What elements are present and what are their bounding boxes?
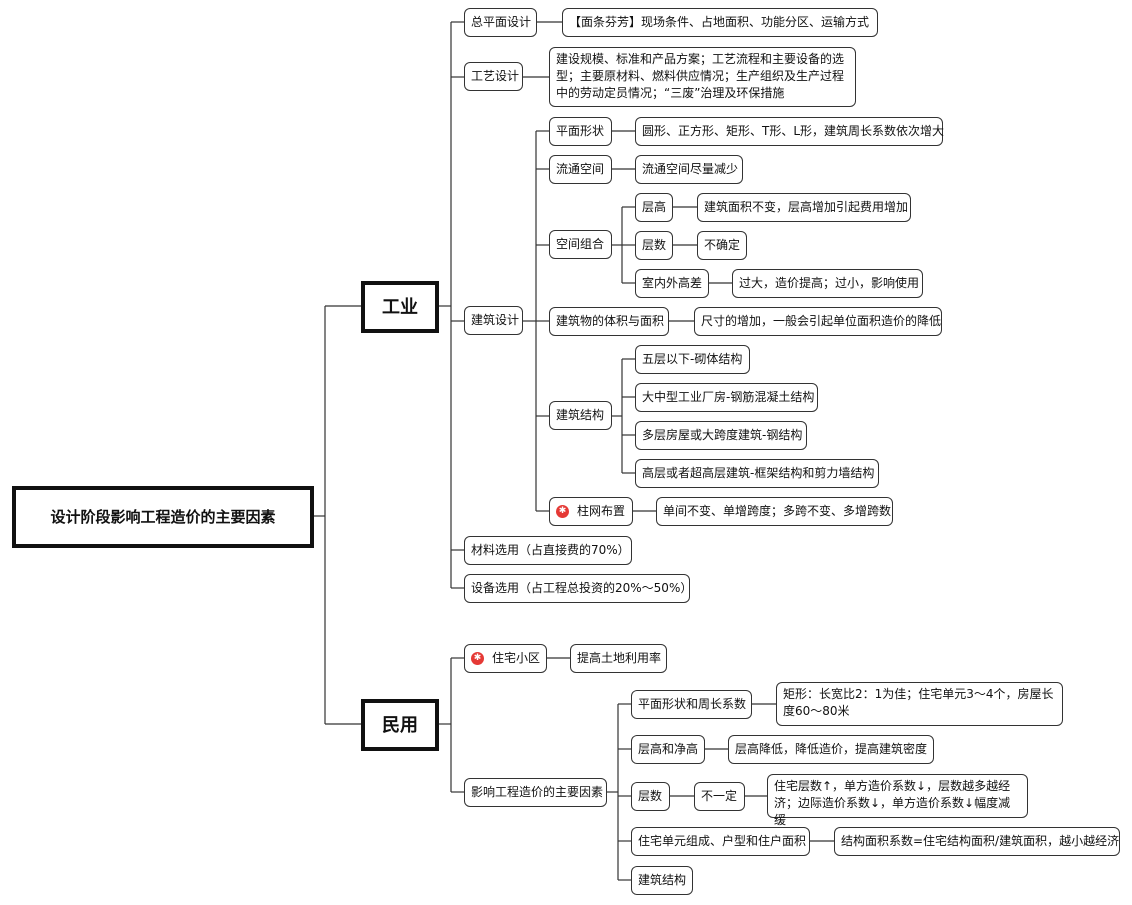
floor-count-detail[interactable]: 不确定	[697, 231, 747, 260]
plane-shape-node[interactable]: 平面形状	[549, 117, 612, 146]
residential-area-label: 住宅小区	[492, 651, 541, 665]
plane-perimeter-detail[interactable]: 矩形：长宽比2：1为佳；住宅单元3～4个，房屋长度60～80米	[776, 682, 1063, 726]
circulation-space-detail[interactable]: 流通空间尽量减少	[635, 155, 743, 184]
structure-item[interactable]: 多层房屋或大跨度建筑-钢结构	[635, 421, 807, 450]
structure-item[interactable]: 大中型工业厂房-钢筋混凝土结构	[635, 383, 818, 412]
circulation-space-node[interactable]: 流通空间	[549, 155, 612, 184]
star-marker-icon: ✱	[471, 652, 484, 665]
floor-height-node[interactable]: 层高	[635, 193, 673, 222]
height-clearance-node[interactable]: 层高和净高	[631, 735, 705, 764]
volume-area-detail[interactable]: 尺寸的增加，一般会引起单位面积造价的降低	[694, 307, 942, 336]
floor-height-detail[interactable]: 建筑面积不变，层高增加引起费用增加	[697, 193, 911, 222]
civil-structure-node[interactable]: 建筑结构	[631, 866, 693, 895]
equipment-selection-node[interactable]: 设备选用（占工程总投资的20%～50%）	[464, 574, 692, 603]
civil-floors-mid[interactable]: 不一定	[694, 782, 745, 811]
branch-industrial[interactable]: 工业	[361, 281, 439, 333]
general-plan-node[interactable]: 总平面设计	[464, 8, 537, 37]
unit-composition-detail[interactable]: 结构面积系数=住宅结构面积/建筑面积，越小越经济	[834, 827, 1120, 856]
floor-count-node[interactable]: 层数	[635, 231, 673, 260]
structure-item[interactable]: 五层以下-砌体结构	[635, 345, 750, 374]
elevation-diff-node[interactable]: 室内外高差	[635, 269, 709, 298]
general-plan-detail[interactable]: 【面条芬芳】现场条件、占地面积、功能分区、运输方式	[562, 8, 878, 37]
residential-area-node[interactable]: ✱ 住宅小区	[464, 644, 547, 673]
civil-floors-detail[interactable]: 住宅层数↑，单方造价系数↓，层数越多越经济；边际造价系数↓，单方造价系数↓幅度减…	[767, 774, 1028, 827]
process-design-node[interactable]: 工艺设计	[464, 62, 523, 91]
column-grid-node[interactable]: ✱ 柱网布置	[549, 497, 633, 526]
volume-area-node[interactable]: 建筑物的体积与面积	[549, 307, 669, 336]
unit-composition-node[interactable]: 住宅单元组成、户型和住户面积	[631, 827, 810, 856]
root-topic[interactable]: 设计阶段影响工程造价的主要因素	[12, 486, 314, 548]
architecture-design-node[interactable]: 建筑设计	[464, 306, 523, 335]
material-selection-node[interactable]: 材料选用（占直接费的70%）	[464, 536, 632, 565]
branch-civil[interactable]: 民用	[361, 699, 439, 751]
building-structure-node[interactable]: 建筑结构	[549, 401, 612, 430]
cost-factors-node[interactable]: 影响工程造价的主要因素	[464, 778, 607, 807]
star-marker-icon: ✱	[556, 505, 569, 518]
process-design-detail[interactable]: 建设规模、标准和产品方案；工艺流程和主要设备的选型；主要原材料、燃料供应情况；生…	[549, 47, 856, 107]
column-grid-label: 柱网布置	[577, 504, 626, 518]
space-combination-node[interactable]: 空间组合	[549, 230, 612, 259]
column-grid-detail[interactable]: 单间不变、单增跨度；多跨不变、多增跨数	[656, 497, 893, 526]
structure-item[interactable]: 高层或者超高层建筑-框架结构和剪力墙结构	[635, 459, 879, 488]
civil-floors-node[interactable]: 层数	[631, 782, 670, 811]
height-clearance-detail[interactable]: 层高降低，降低造价，提高建筑密度	[728, 735, 934, 764]
plane-perimeter-node[interactable]: 平面形状和周长系数	[631, 690, 752, 719]
elevation-diff-detail[interactable]: 过大，造价提高；过小，影响使用	[732, 269, 923, 298]
plane-shape-detail[interactable]: 圆形、正方形、矩形、T形、L形，建筑周长系数依次增大	[635, 117, 944, 146]
residential-area-detail[interactable]: 提高土地利用率	[570, 644, 667, 673]
